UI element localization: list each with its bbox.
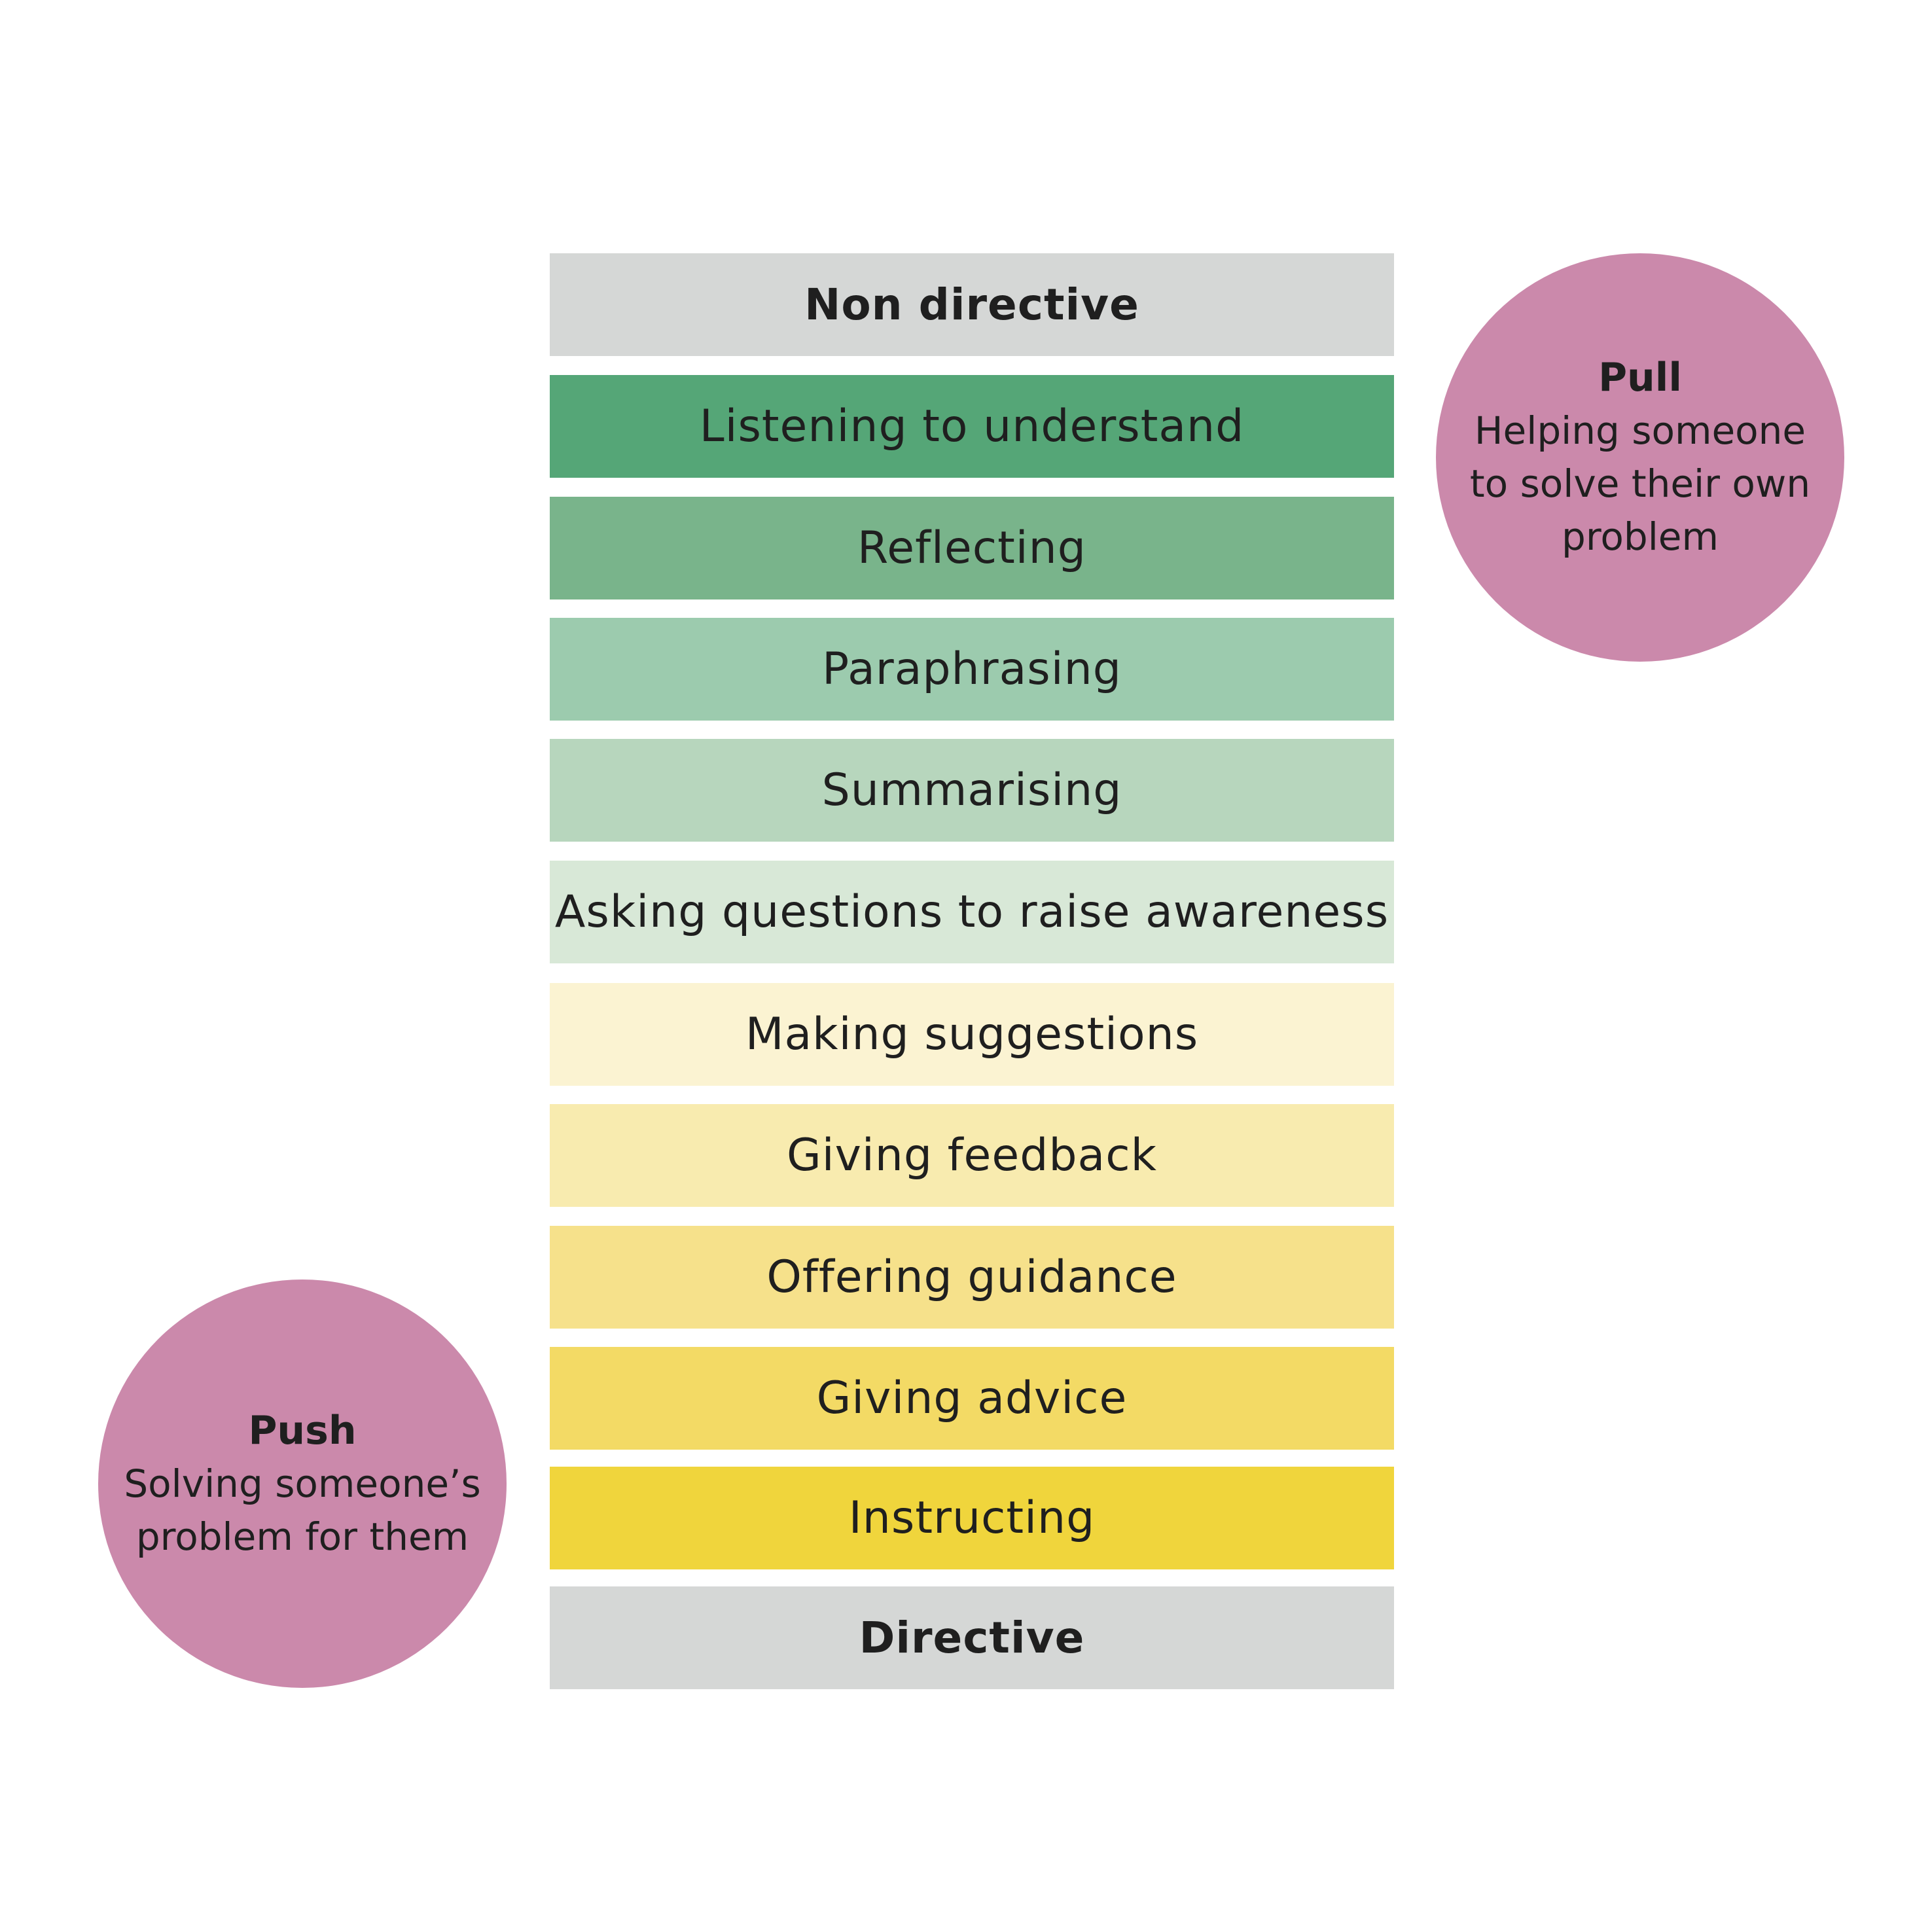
push-circle: Push Solving someone’s problem for them <box>98 1279 507 1688</box>
spectrum-item: Listening to understand <box>550 375 1394 478</box>
spectrum-item: Paraphrasing <box>550 618 1394 721</box>
spectrum-item: Giving feedback <box>550 1104 1394 1207</box>
non-directive-label: Non directive <box>550 253 1394 356</box>
spectrum-item: Instructing <box>550 1467 1394 1569</box>
directive-label: Directive <box>550 1586 1394 1689</box>
pull-title: Pull <box>1598 355 1682 401</box>
spectrum-item: Reflecting <box>550 497 1394 599</box>
spectrum-item: Giving advice <box>550 1347 1394 1450</box>
push-title: Push <box>248 1407 357 1454</box>
push-description: Solving someone’s problem for them <box>124 1461 481 1559</box>
pull-circle: Pull Helping someone to solve their own … <box>1436 253 1844 662</box>
pull-description: Helping someone to solve their own probl… <box>1469 408 1811 559</box>
spectrum-item: Offering guidance <box>550 1226 1394 1329</box>
spectrum-item: Asking questions to raise awareness <box>550 861 1394 963</box>
spectrum-item: Making suggestions <box>550 983 1394 1086</box>
spectrum-item: Summarising <box>550 739 1394 842</box>
